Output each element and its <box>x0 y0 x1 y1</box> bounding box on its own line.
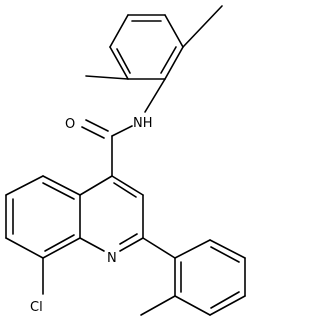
dimethylphenyl-ring <box>109 14 184 80</box>
bond <box>109 46 129 80</box>
bond <box>174 295 211 316</box>
double-bond-inner <box>210 246 240 263</box>
bond <box>109 14 129 48</box>
double-bond-inner <box>210 291 240 309</box>
carbonyl-double-bond <box>81 126 105 139</box>
bond <box>111 125 133 137</box>
double-bond-inner <box>119 233 138 245</box>
bond <box>174 239 211 259</box>
bond <box>79 237 105 252</box>
double-bond-inner <box>116 48 131 74</box>
molecule-diagram: NH O N Cl <box>5 5 246 316</box>
bond <box>142 237 176 259</box>
bond <box>164 46 184 80</box>
oxygen-label: O <box>65 117 75 132</box>
methyl-bond <box>182 5 223 48</box>
double-bond-inner <box>42 182 75 200</box>
methyl-bond <box>140 295 176 316</box>
bond <box>42 237 81 259</box>
methyl-bond <box>85 75 129 80</box>
bond <box>209 239 246 259</box>
bond <box>111 175 144 196</box>
bond <box>144 78 166 113</box>
pyridine-ring <box>79 175 144 252</box>
amide-nh-label: NH <box>133 116 153 131</box>
benzo-ring <box>5 175 81 259</box>
bond <box>5 237 44 259</box>
tolyl-ring <box>174 239 246 316</box>
bond <box>209 295 246 316</box>
bond <box>5 175 44 196</box>
double-bond-inner <box>160 46 177 74</box>
ring-nitrogen-label: N <box>107 251 117 266</box>
chlorine-label: Cl <box>30 300 43 315</box>
structure-canvas: NH O N Cl <box>5 5 246 316</box>
double-bond-inner <box>44 234 75 252</box>
carbonyl-double-bond <box>85 119 109 132</box>
bond <box>164 14 184 48</box>
bond <box>79 175 113 196</box>
bond <box>42 175 81 196</box>
double-bond-inner <box>113 182 137 198</box>
bond <box>119 237 144 252</box>
